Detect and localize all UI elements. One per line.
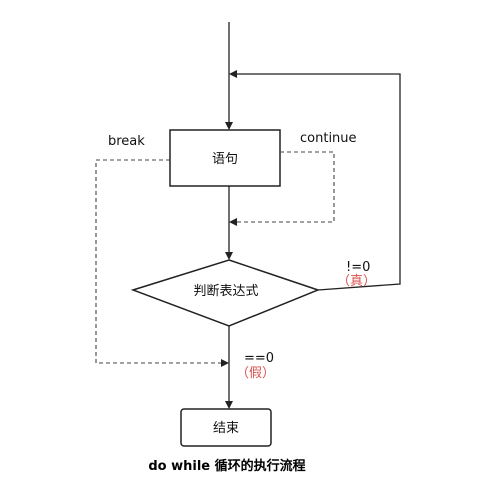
- condition-label: 判断表达式: [193, 284, 258, 299]
- continue-dashed-line: [229, 151, 335, 226]
- false-condition-label: ==0: [244, 351, 274, 366]
- true-loop-line: [229, 70, 401, 291]
- end-box: [180, 408, 272, 447]
- true-condition-label: !=0: [346, 260, 370, 275]
- false-word-label: （假）: [236, 366, 275, 381]
- statement-label: 语句: [212, 152, 238, 167]
- break-dashed-line: [95, 159, 229, 367]
- statement-box: [169, 129, 281, 187]
- continue-label: continue: [300, 131, 357, 146]
- break-label: break: [108, 134, 145, 149]
- true-word-label: （真）: [337, 274, 376, 289]
- end-label: 结束: [213, 421, 239, 436]
- diagram-caption: do while 循环的执行流程: [148, 458, 305, 474]
